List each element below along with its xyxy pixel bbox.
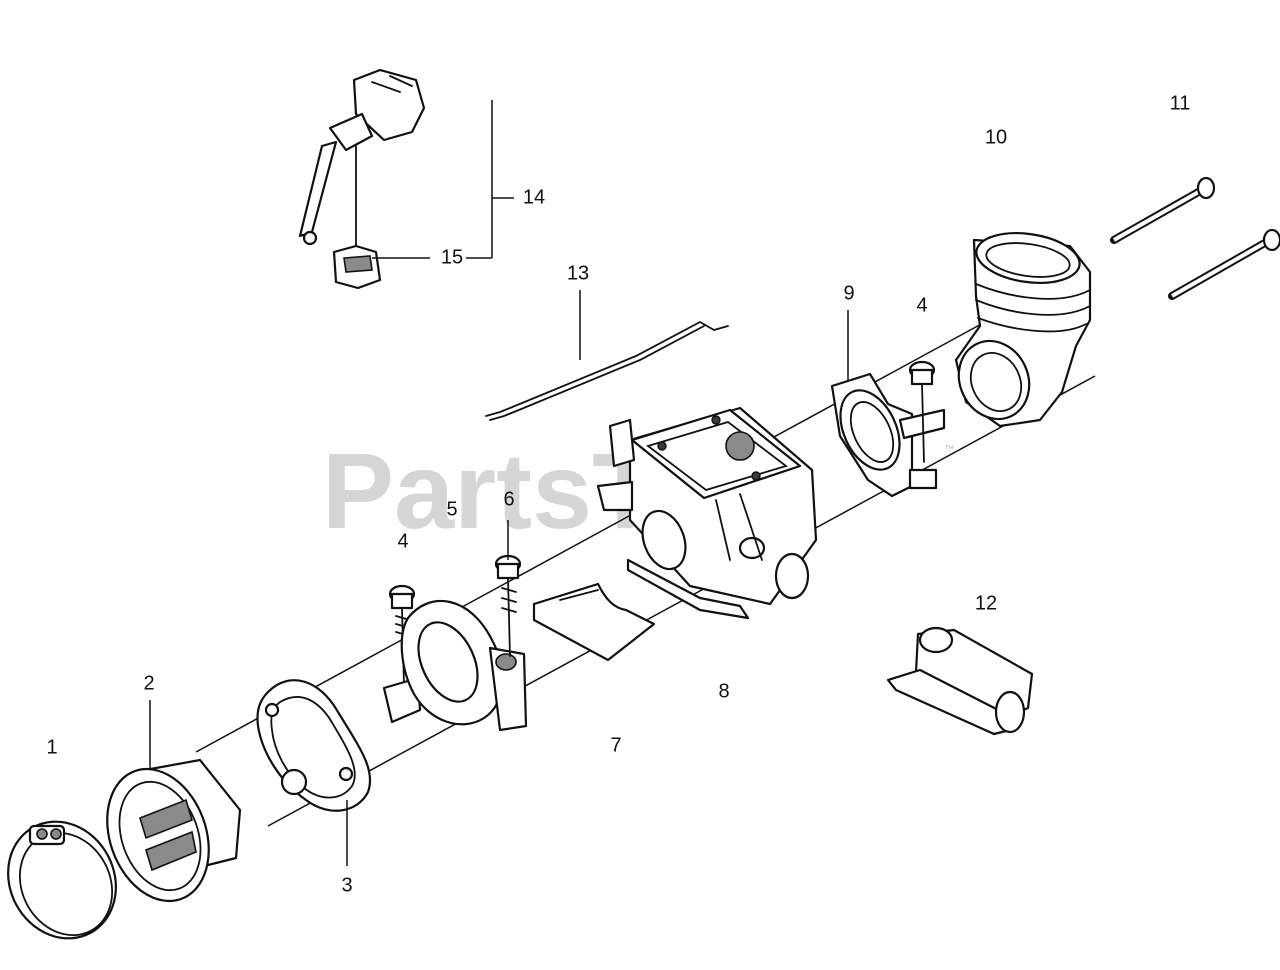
- callout-11: 11: [1170, 92, 1191, 114]
- callout-2: 2: [143, 672, 154, 694]
- callout-13: 13: [567, 262, 589, 284]
- axis-line-lower: [267, 375, 1096, 827]
- callout-9: 9: [843, 282, 854, 304]
- part-screw-middle[interactable]: [908, 360, 936, 463]
- part-intake-flange[interactable]: [829, 372, 946, 498]
- part-carburetor[interactable]: [596, 406, 818, 620]
- callout-14: 14: [523, 186, 545, 208]
- callout-12: 12: [975, 592, 997, 614]
- callout-7: 7: [610, 734, 621, 756]
- callout-labels: 1 2 3 4 4 5 6 7 8 9 10 11 12 13 14 15: [46, 92, 1190, 896]
- callout-1: 1: [46, 736, 57, 758]
- callout-4-left: 4: [397, 530, 408, 552]
- callout-10: 10: [985, 126, 1007, 148]
- callout-3: 3: [341, 874, 352, 896]
- watermark-trademark: ™: [944, 444, 954, 455]
- part-choke-rod[interactable]: [485, 320, 729, 421]
- part-sleeve[interactable]: [886, 626, 1034, 736]
- callout-4-right: 4: [916, 294, 927, 316]
- part-lever[interactable]: [298, 68, 426, 246]
- part-plate[interactable]: [532, 582, 656, 662]
- callout-5: 5: [446, 498, 457, 520]
- callout-6: 6: [503, 488, 514, 510]
- part-hose-clamp[interactable]: [0, 803, 136, 958]
- callout-15: 15: [441, 246, 463, 268]
- part-gasket[interactable]: [256, 679, 372, 812]
- part-clip[interactable]: [332, 145, 382, 290]
- part-screw-right[interactable]: [494, 554, 522, 657]
- leader-lines: [149, 100, 849, 866]
- part-carb-flange[interactable]: [382, 599, 528, 732]
- part-long-bolts[interactable]: [1110, 176, 1280, 300]
- part-intake-elbow[interactable]: [946, 227, 1092, 431]
- part-intake-adapter[interactable]: [90, 755, 242, 916]
- callout-8: 8: [718, 680, 729, 702]
